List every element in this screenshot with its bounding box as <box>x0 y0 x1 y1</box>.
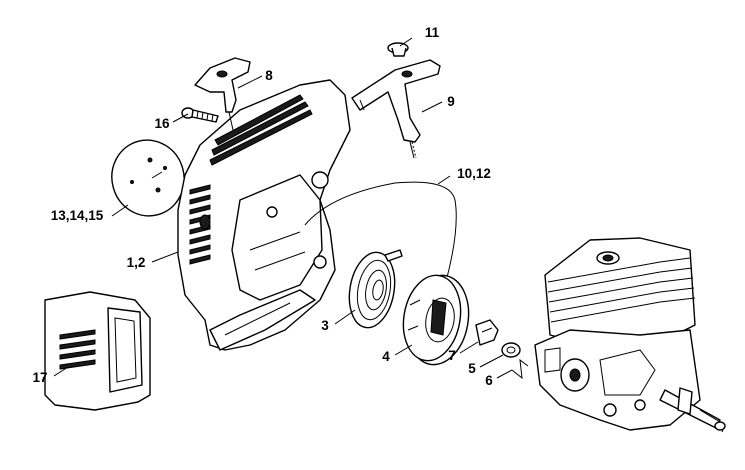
callout-6: 6 <box>485 373 493 388</box>
part-7-pawl <box>475 319 499 346</box>
callout-10-12: 10,12 <box>457 166 491 181</box>
callout-9: 9 <box>447 94 455 109</box>
part-4-rotor <box>402 274 470 366</box>
part-6-clip <box>511 358 529 380</box>
part-5-washer <box>501 342 521 358</box>
callout-7: 7 <box>448 348 456 363</box>
callout-17: 17 <box>32 370 47 385</box>
part-9-grip <box>351 59 441 159</box>
callout-16: 16 <box>154 116 170 131</box>
engine-assembly <box>534 237 726 433</box>
part-8-handle <box>194 57 251 131</box>
part-16-screw <box>181 107 219 123</box>
callout-1-2: 1,2 <box>127 255 146 270</box>
callout-labels: 11 8 9 16 10,12 13,14,15 1,2 3 4 7 5 6 1… <box>32 25 493 388</box>
callout-4: 4 <box>382 349 390 364</box>
part-13-14-15-plate <box>111 139 185 217</box>
callout-13-14-15: 13,14,15 <box>51 208 104 223</box>
part-17-boot <box>44 291 151 411</box>
part-11-cap <box>387 42 409 57</box>
part-3-spring <box>348 249 403 329</box>
callout-5: 5 <box>468 361 476 376</box>
part-1-2-fan-housing <box>177 79 351 351</box>
part-10-12-rope <box>304 181 457 286</box>
callout-11: 11 <box>425 25 440 40</box>
callout-3: 3 <box>321 318 329 333</box>
leader-lines <box>53 37 513 379</box>
callout-8: 8 <box>265 68 273 83</box>
